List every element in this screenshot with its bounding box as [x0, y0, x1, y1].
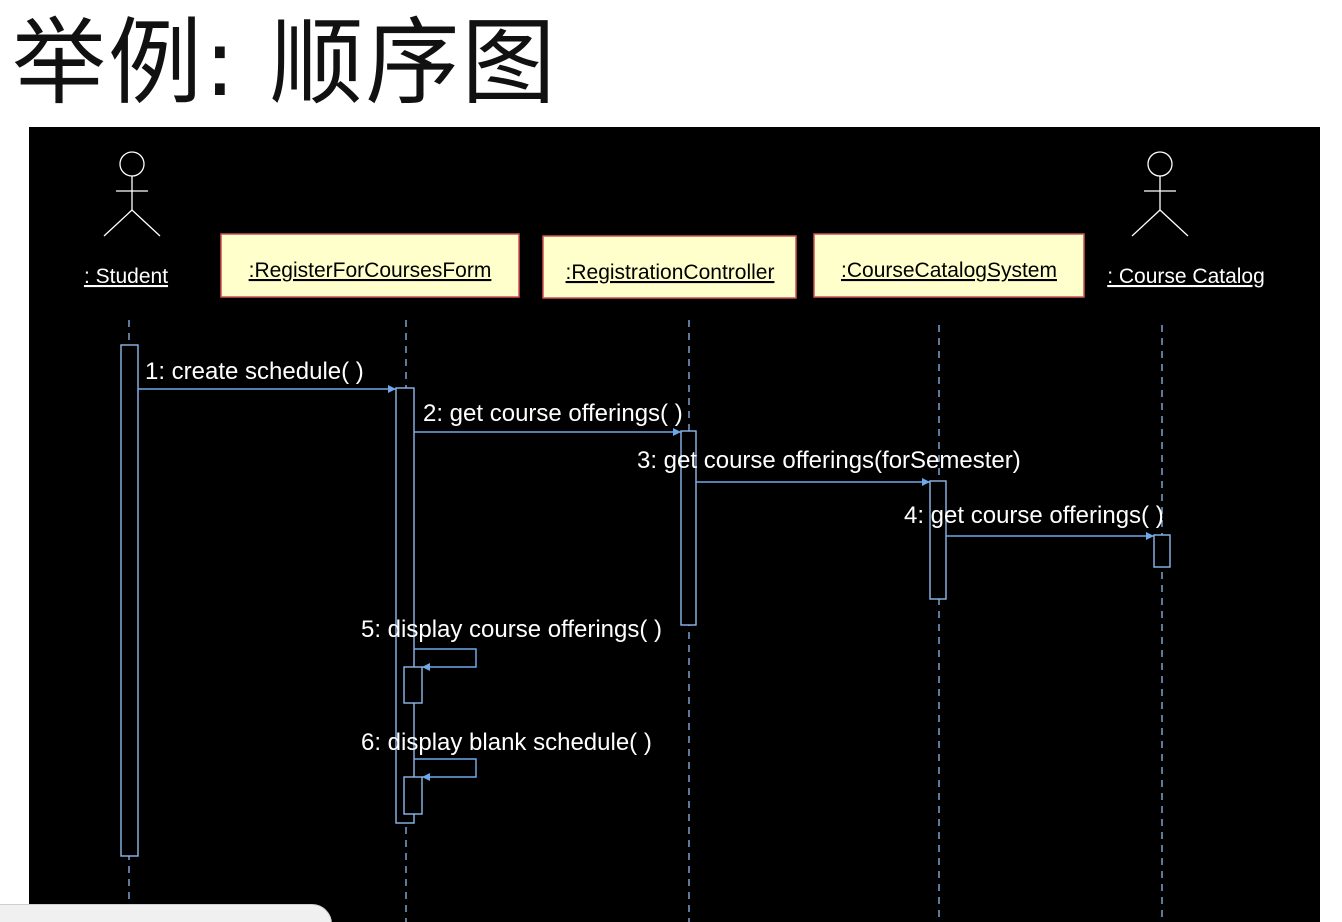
participant-form-box: :RegisterForCoursesForm	[220, 233, 520, 298]
activation-controller	[680, 430, 697, 626]
participant-course-catalog-label: : Course Catalog	[1107, 265, 1265, 288]
message-6-label: 6: display blank schedule( )	[361, 729, 652, 756]
participant-catalogsys-label: :CourseCatalogSystem	[841, 259, 1057, 282]
message-4-label: 4: get course offerings( )	[904, 502, 1164, 529]
activation-form-self-6	[403, 776, 423, 815]
participant-student-label: : Student	[84, 265, 168, 288]
message-6-arrow	[414, 758, 477, 781]
message-1-label: 1: create schedule( )	[145, 358, 364, 385]
participant-form-label: :RegisterForCoursesForm	[249, 259, 492, 282]
bottom-overlay-tab	[0, 904, 332, 922]
slide-title: 举例: 顺序图	[12, 9, 558, 118]
message-5-arrow	[414, 648, 477, 671]
activation-form	[395, 387, 415, 824]
message-5-label: 5: display course offerings( )	[361, 616, 662, 643]
activation-student	[120, 344, 139, 857]
activation-catalogsys	[929, 480, 947, 600]
activation-catalog	[1153, 534, 1171, 568]
activation-form-self-5	[403, 666, 423, 704]
participant-catalogsys-box: :CourseCatalogSystem	[813, 233, 1085, 298]
participant-controller-label: :RegistrationController	[566, 261, 775, 284]
message-3-label: 3: get course offerings(forSemester)	[637, 447, 1021, 474]
participant-controller-box: :RegistrationController	[542, 235, 797, 299]
actor-student-icon	[103, 151, 161, 237]
actor-course-catalog-icon	[1131, 151, 1189, 237]
message-2-label: 2: get course offerings( )	[423, 400, 683, 427]
